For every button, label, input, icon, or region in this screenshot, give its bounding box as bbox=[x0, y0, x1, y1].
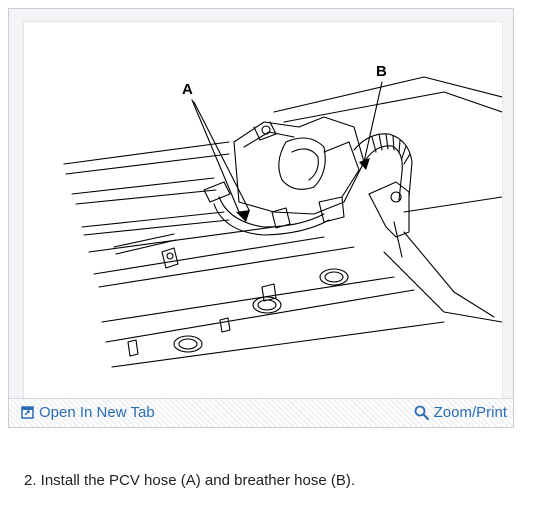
figure-panel: A B Open In New Tab Zoom/Print bbox=[8, 8, 514, 428]
zoom-print-label: Zoom/Print bbox=[433, 404, 507, 421]
open-new-tab-icon bbox=[21, 406, 34, 419]
image-toolbar: Open In New Tab Zoom/Print bbox=[9, 398, 513, 427]
engine-line-drawing: A B bbox=[63, 63, 502, 368]
step-caption: 2. Install the PCV hose (A) and breather… bbox=[24, 472, 356, 489]
engine-diagram-image[interactable]: A B bbox=[23, 21, 503, 403]
zoom-print-link[interactable]: Zoom/Print bbox=[414, 404, 507, 421]
callout-b-label: B bbox=[376, 63, 387, 80]
magnifier-icon bbox=[414, 405, 429, 420]
callout-a-label: A bbox=[182, 81, 193, 98]
open-in-new-tab-label: Open In New Tab bbox=[39, 404, 155, 421]
open-in-new-tab-link[interactable]: Open In New Tab bbox=[21, 404, 155, 421]
